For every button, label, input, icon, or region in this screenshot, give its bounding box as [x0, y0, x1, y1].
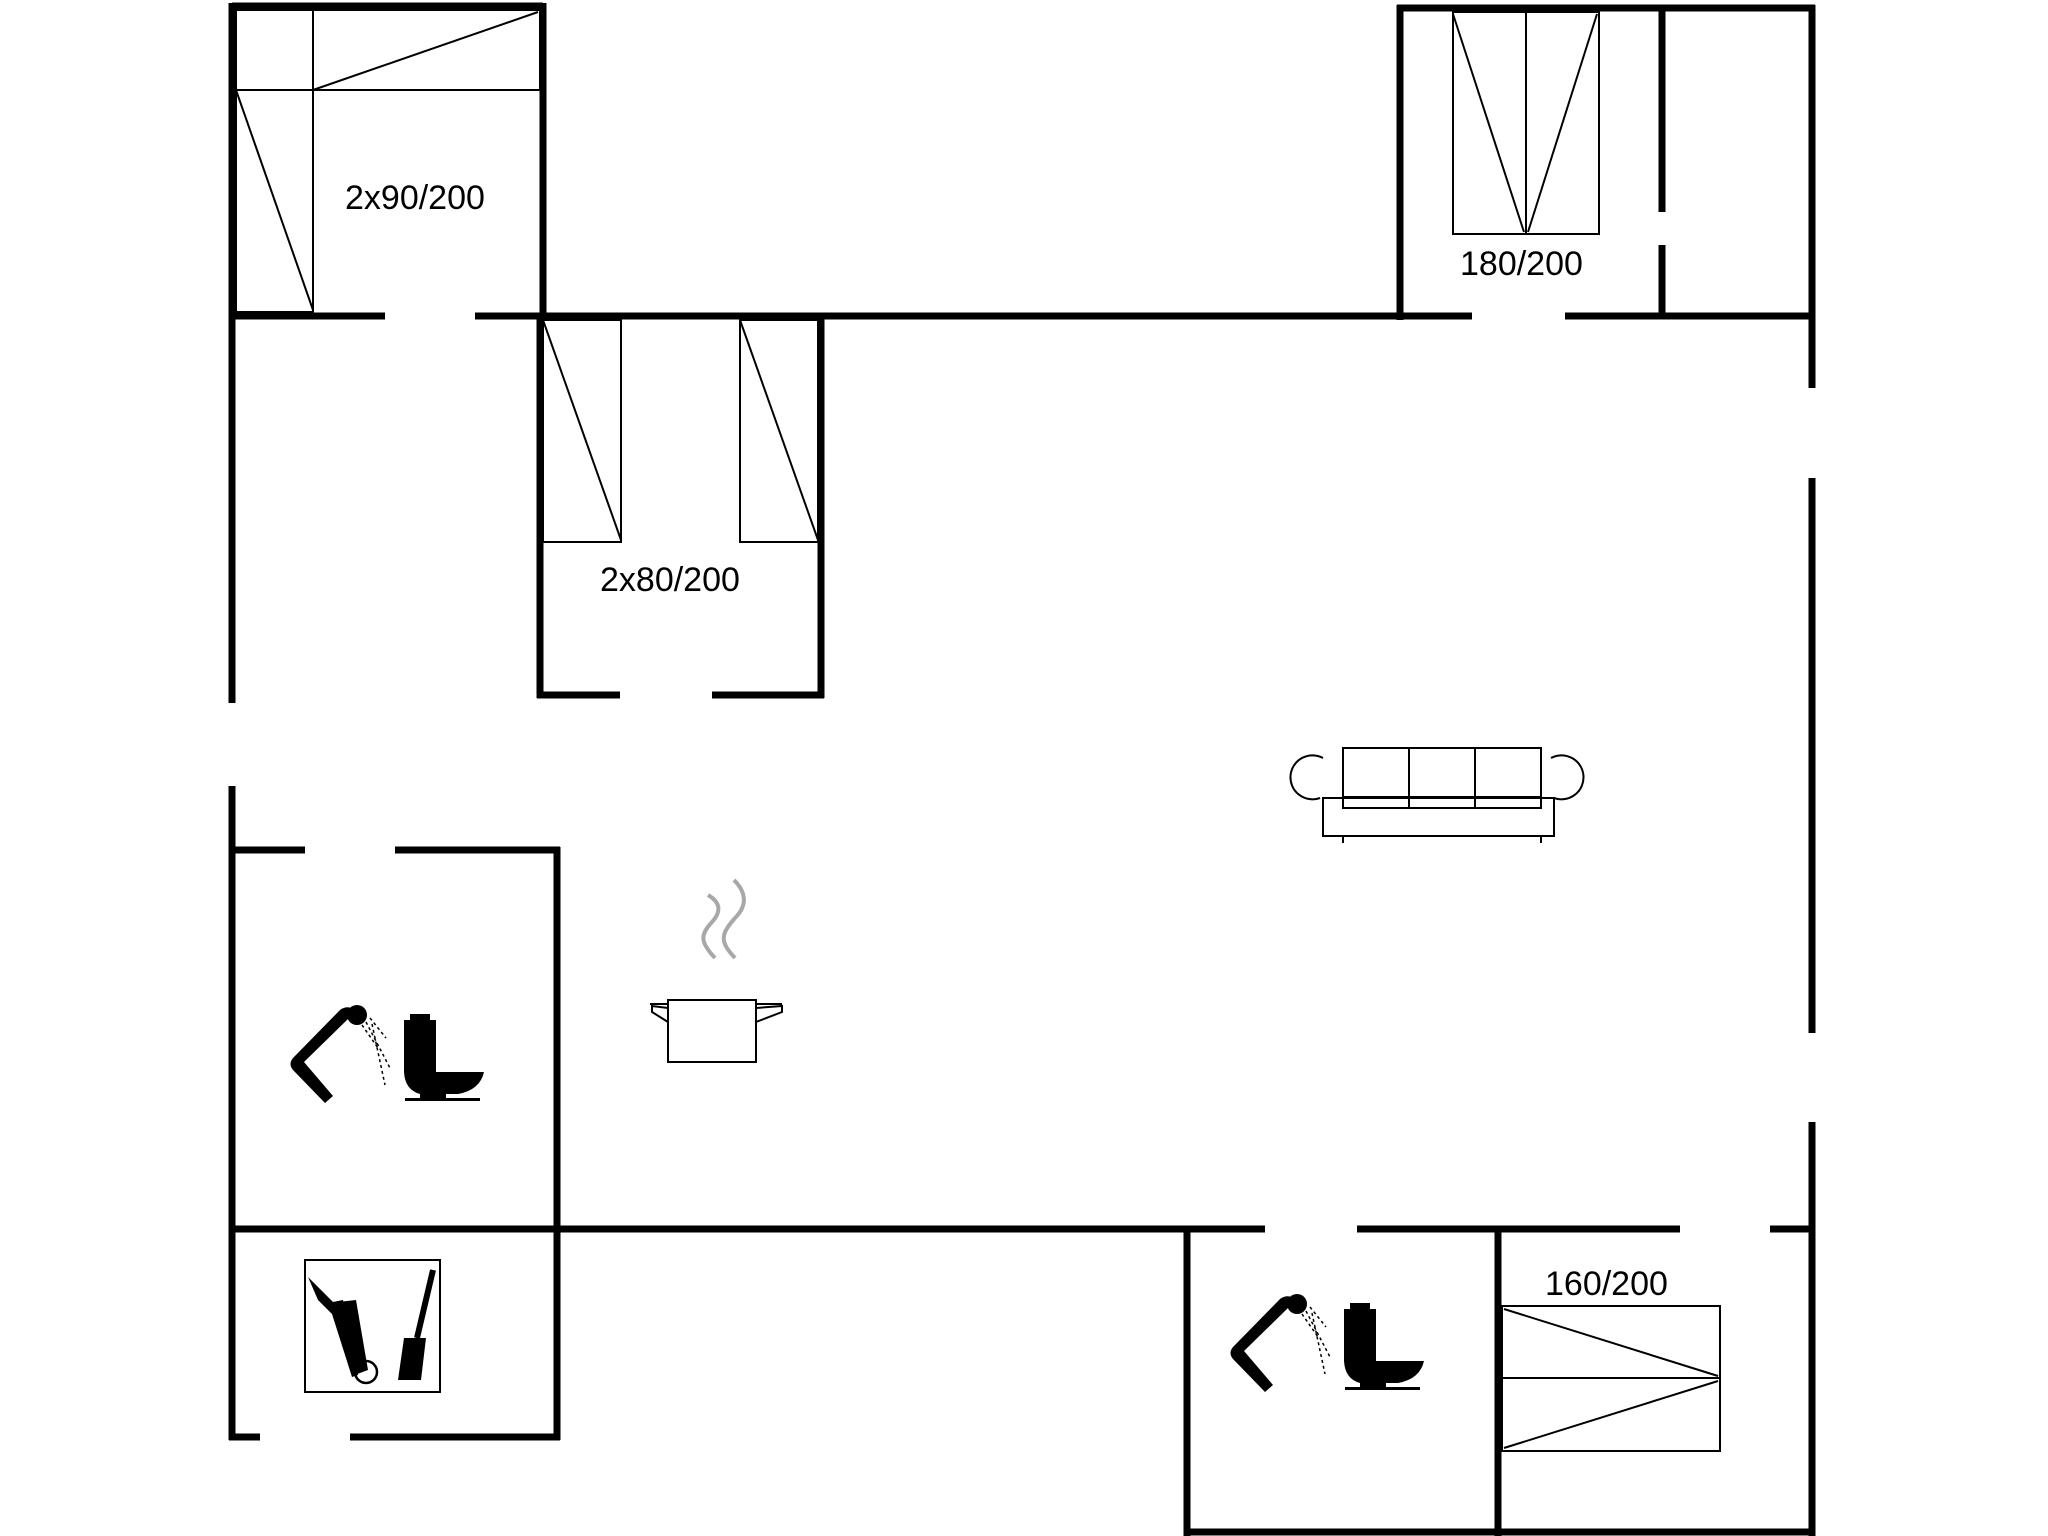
bed-label-2x90: 2x90/200	[345, 179, 485, 217]
shower-icon	[1230, 1294, 1331, 1392]
bed-label-160: 160/200	[1545, 1265, 1668, 1303]
cooking-pot-icon	[650, 878, 783, 1063]
bed-fold	[312, 11, 539, 91]
bed-fold	[1452, 13, 1525, 233]
walls	[228, 2, 1816, 1536]
bed-label-180: 180/200	[1460, 245, 1583, 283]
shower-icon	[290, 1005, 391, 1103]
bed-frame	[739, 319, 819, 543]
sofa-icon	[1289, 747, 1585, 843]
bed-label-2x80: 2x80/200	[600, 561, 740, 599]
bed-frame	[235, 9, 541, 91]
bed-2x80	[542, 319, 819, 543]
bed-frame	[542, 319, 622, 543]
bed-frame	[235, 89, 314, 313]
utility-tools-icon	[304, 1259, 441, 1393]
bed-fold	[1503, 1380, 1719, 1449]
bed-2x90	[235, 9, 541, 313]
bed-fold	[1527, 13, 1598, 233]
bed-180	[1452, 11, 1600, 235]
bed-160	[1501, 1305, 1721, 1452]
bed-fold	[739, 319, 819, 541]
bed-fold	[542, 319, 622, 541]
bed-fold	[1503, 1308, 1719, 1377]
toilet-icon	[1344, 1303, 1424, 1390]
toilet-icon	[404, 1014, 484, 1101]
bed-fold	[235, 89, 314, 311]
